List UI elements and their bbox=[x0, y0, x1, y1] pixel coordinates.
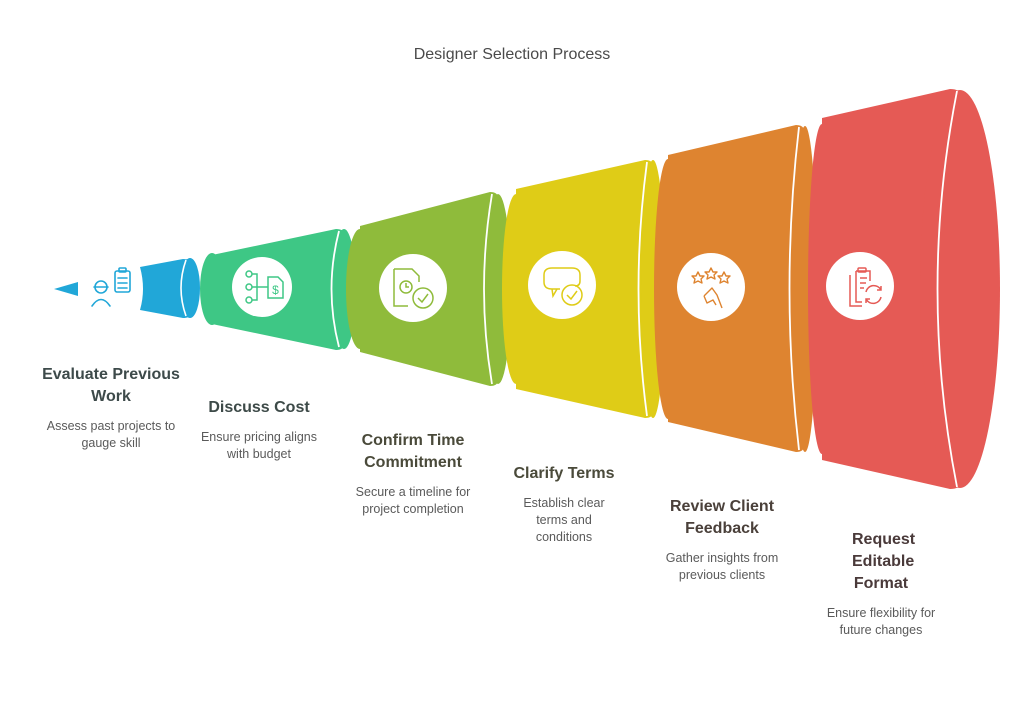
step-1-heading: Evaluate Previous Work bbox=[42, 366, 180, 405]
step-4-description: Establish clear terms and conditions bbox=[523, 496, 605, 544]
step-6-description: Ensure flexibility for future changes bbox=[826, 606, 936, 637]
step-6: Request Editable Format Ensure flexibili… bbox=[806, 529, 956, 639]
step-3-description: Secure a timeline for project completion bbox=[355, 485, 471, 516]
step-4: Clarify Terms Establish clear terms and … bbox=[504, 463, 624, 546]
step-1: Evaluate Previous Work Assess past proje… bbox=[40, 364, 182, 452]
step-6-heading: Request Editable Format bbox=[852, 531, 916, 592]
speech-bubble-check-icon bbox=[528, 251, 596, 319]
step-2-description: Ensure pricing aligns with budget bbox=[200, 430, 318, 461]
step-5-description: Gather insights from previous clients bbox=[665, 551, 779, 582]
document-clock-check-icon bbox=[379, 254, 447, 322]
step-2-heading: Discuss Cost bbox=[208, 399, 310, 416]
step-2: Discuss Cost Ensure pricing aligns with … bbox=[196, 397, 322, 463]
stars-thumbs-icon bbox=[677, 253, 745, 321]
clipboard-refresh-icon bbox=[826, 252, 894, 320]
step-4-heading: Clarify Terms bbox=[513, 465, 615, 482]
funnel-segment-1 bbox=[140, 258, 200, 318]
svg-text:$: $ bbox=[272, 283, 279, 297]
step-5: Review Client Feedback Gather insights f… bbox=[654, 496, 790, 584]
step-3: Confirm Time Commitment Secure a timelin… bbox=[344, 430, 482, 518]
worker-clipboard-icon bbox=[91, 267, 131, 307]
hierarchy-dollar-document-icon: $ bbox=[232, 257, 292, 317]
step-3-heading: Confirm Time Commitment bbox=[361, 432, 465, 471]
diagram-title: Designer Selection Process bbox=[413, 46, 611, 63]
step-5-heading: Review Client Feedback bbox=[669, 498, 775, 537]
funnel-tip bbox=[54, 282, 78, 296]
step-1-description: Assess past projects to gauge skill bbox=[46, 419, 176, 450]
